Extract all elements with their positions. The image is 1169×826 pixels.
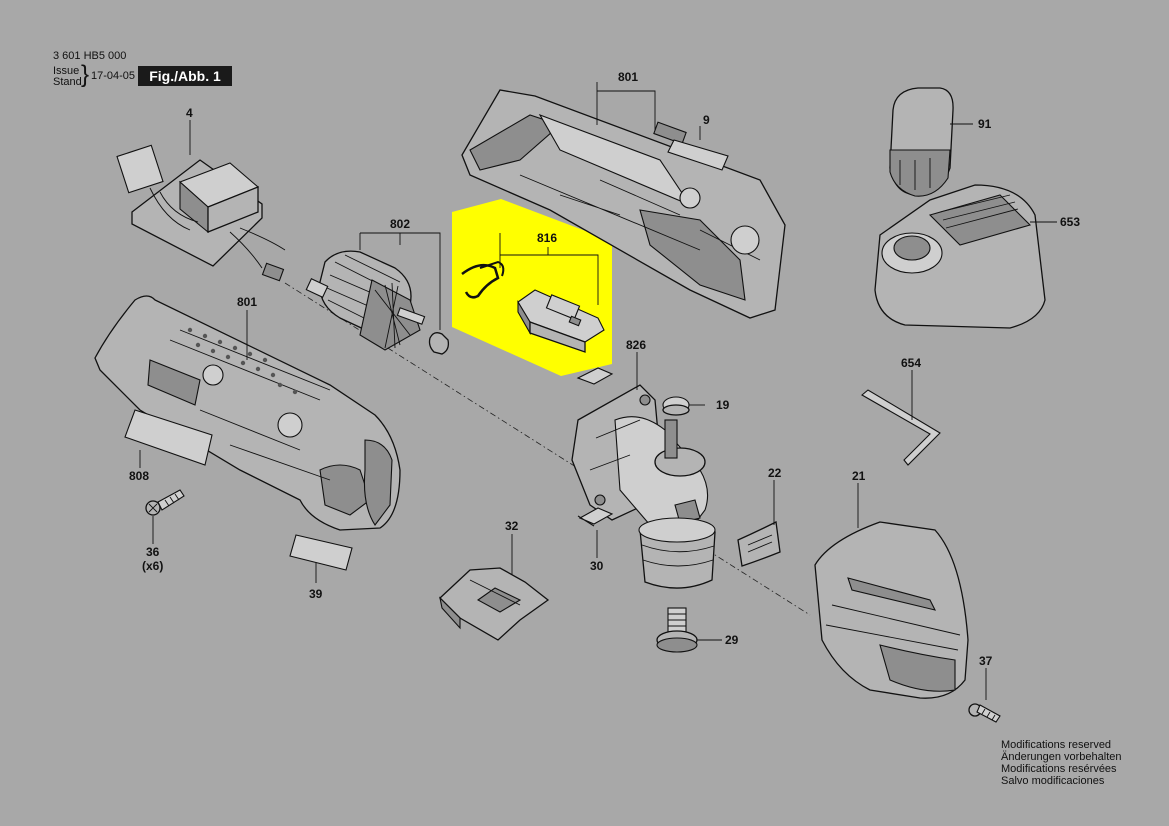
part-654-hex-key — [861, 389, 941, 466]
part-spindle — [638, 517, 716, 589]
part-29-screw — [656, 607, 698, 653]
part-826-gear-head — [571, 384, 709, 531]
label-21: 21 — [852, 469, 866, 483]
label-36-qty: (x6) — [142, 559, 163, 573]
label-653: 653 — [1060, 215, 1080, 229]
part-653-charger — [874, 184, 1046, 329]
label-801-top: 801 — [618, 70, 638, 84]
label-36: 36 — [146, 545, 160, 559]
stand-label: Stand — [53, 76, 82, 88]
doc-number: 3 601 HB5 000 — [53, 50, 127, 62]
issue-date: 17-04-05 — [91, 70, 136, 82]
label-808: 808 — [129, 469, 149, 483]
part-4-electronics-module — [116, 144, 286, 282]
label-19: 19 — [716, 398, 730, 412]
part-21-nose-cap — [814, 521, 969, 699]
part-808-label-sheet — [124, 409, 213, 466]
part-826-clip — [576, 367, 614, 385]
label-9: 9 — [703, 113, 710, 127]
label-29: 29 — [725, 633, 739, 647]
leader-lines — [139, 82, 1057, 700]
part-801-housing-top — [461, 89, 786, 319]
label-37: 37 — [979, 654, 993, 668]
label-39: 39 — [309, 587, 323, 601]
part-19-cap — [662, 396, 690, 416]
part-801-housing-left — [94, 295, 401, 531]
part-36-screw — [145, 489, 185, 516]
part-802-motor — [305, 250, 426, 351]
label-801-left: 801 — [237, 295, 257, 309]
note-line-de: Änderungen vorbehalten — [1001, 751, 1122, 763]
issue-label: Issue — [53, 65, 80, 77]
label-4: 4 — [186, 106, 193, 120]
note-line-es: Salvo modificaciones — [1001, 775, 1105, 787]
part-22-latch — [737, 521, 781, 567]
label-802: 802 — [390, 217, 410, 231]
brace-glyph: } — [81, 61, 90, 88]
label-654: 654 — [901, 356, 921, 370]
part-816-switch-board — [461, 260, 605, 353]
note-line-fr: Modifications resérvées — [1001, 763, 1117, 775]
figure-tag: Fig./Abb. 1 — [138, 66, 232, 86]
part-32-cover — [439, 567, 550, 641]
part-labels: 4 801 9 91 653 802 816 801 826 19 654 80… — [129, 70, 1080, 668]
label-22: 22 — [768, 466, 782, 480]
note-line-en: Modifications reserved — [1001, 739, 1112, 751]
part-30-clip — [577, 507, 614, 527]
part-9-label — [667, 139, 729, 171]
modification-notes: Modifications reserved Änderungen vorbeh… — [1001, 739, 1121, 787]
part-motor-pinion — [428, 332, 450, 355]
part-39-label — [289, 534, 353, 571]
label-32: 32 — [505, 519, 519, 533]
label-91: 91 — [978, 117, 992, 131]
label-30: 30 — [590, 559, 604, 573]
label-826: 826 — [626, 338, 646, 352]
label-816: 816 — [537, 231, 557, 245]
part-37-screw — [968, 703, 1001, 723]
part-91-battery — [889, 87, 954, 197]
